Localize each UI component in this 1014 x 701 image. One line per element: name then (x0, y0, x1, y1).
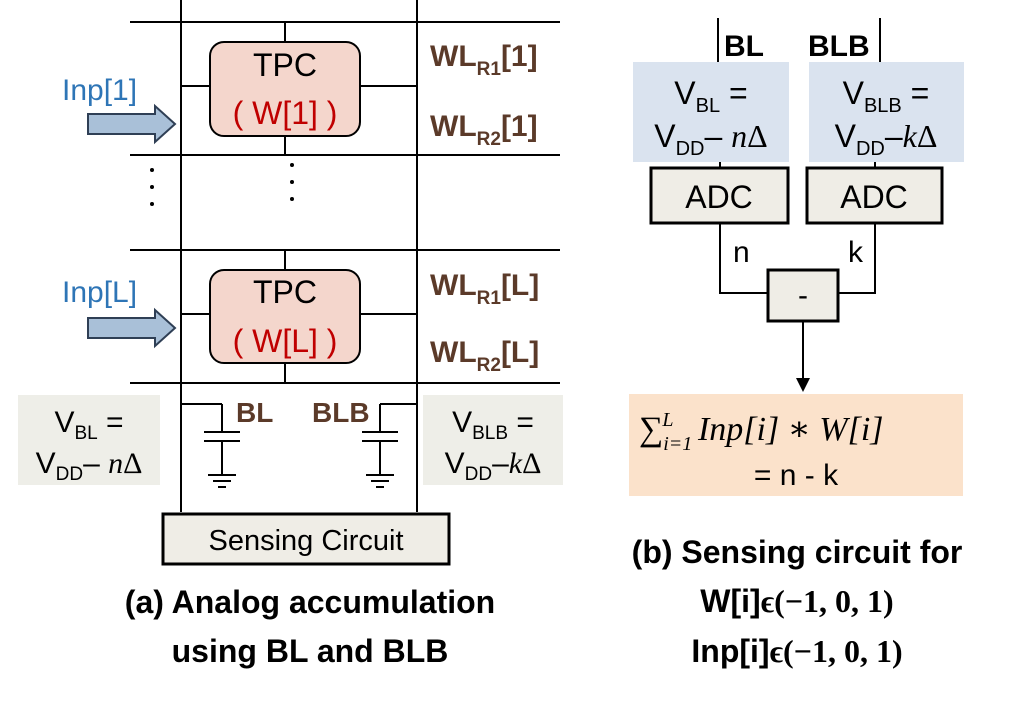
tpc-title-L: TPC (253, 274, 317, 310)
tpc-weight-L: ( W[L] ) (233, 323, 338, 359)
result-box (629, 394, 963, 496)
wl-label-r2-L: WLR2[L] (430, 336, 539, 376)
wl-label-r1-1: WLR1[1] (430, 40, 538, 80)
vbl-eq-b: VBL = (674, 75, 747, 117)
adc-box-left (649, 166, 790, 225)
sum-expression: ∑i=1L Inp[i] ∗ W[i] (639, 409, 884, 455)
adc-box-right (805, 166, 944, 225)
wl-label-r2-1: WLR2[1] (430, 110, 538, 150)
caption-a-line2: using BL and BLB (172, 633, 449, 669)
panel-a (130, 0, 560, 512)
vblb-eq-a: VBLB = (452, 406, 534, 444)
bl-label-a: BL (236, 397, 273, 428)
blb-capacitor (362, 403, 417, 488)
vblb-value-a: VDD–kΔ (445, 447, 542, 485)
vbl-value-b: VDD– nΔ (654, 118, 768, 160)
caption-b-line2: W[i]ϵ(−1, 0, 1) (700, 583, 893, 619)
tpc-block-L (209, 269, 361, 364)
vbl-value-a: VDD– nΔ (36, 447, 143, 485)
vbl-box-a (18, 395, 160, 485)
tpc-title-1: TPC (253, 47, 317, 83)
vblb-value-b: VDD–kΔ (835, 118, 938, 160)
k-label: k (848, 236, 864, 269)
blb-label-a: BLB (312, 397, 370, 428)
tpc-block-1 (209, 41, 361, 137)
input-label-1: Inp[1] (62, 74, 137, 107)
blb-label-b: BLB (808, 30, 870, 63)
vblb-eq-b: VBLB = (843, 75, 930, 117)
result-text: = n - k (754, 459, 839, 492)
adc-label-left: ADC (685, 179, 753, 215)
vblb-box-a (423, 395, 563, 485)
n-label: n (733, 236, 750, 269)
tpc-weight-1: ( W[1] ) (233, 95, 338, 131)
bl-capacitor (181, 403, 240, 488)
caption-b-line1: (b) Sensing circuit for (632, 534, 963, 570)
adc-label-right: ADC (840, 179, 908, 215)
vblb-box-b (809, 62, 964, 162)
input-arrow-L (87, 307, 177, 349)
subtractor-box (766, 268, 840, 323)
ellipsis-dots (150, 163, 294, 206)
sensing-circuit-label: Sensing Circuit (208, 525, 403, 557)
vbl-eq-a: VBL = (54, 406, 123, 444)
input-label-L: Inp[L] (62, 276, 137, 309)
caption-b-line3: Inp[i]ϵ(−1, 0, 1) (691, 633, 902, 669)
bl-label-b: BL (724, 30, 764, 63)
vbl-box-b (633, 62, 789, 162)
panel-b-wires (717, 18, 881, 378)
sensing-circuit-box (161, 512, 451, 566)
subtractor-label: - (798, 279, 808, 312)
result-arrowhead (796, 378, 810, 392)
input-arrow-1 (87, 103, 177, 145)
wl-label-r1-L: WLR1[L] (430, 269, 539, 309)
caption-a-line1: (a) Analog accumulation (125, 584, 495, 620)
